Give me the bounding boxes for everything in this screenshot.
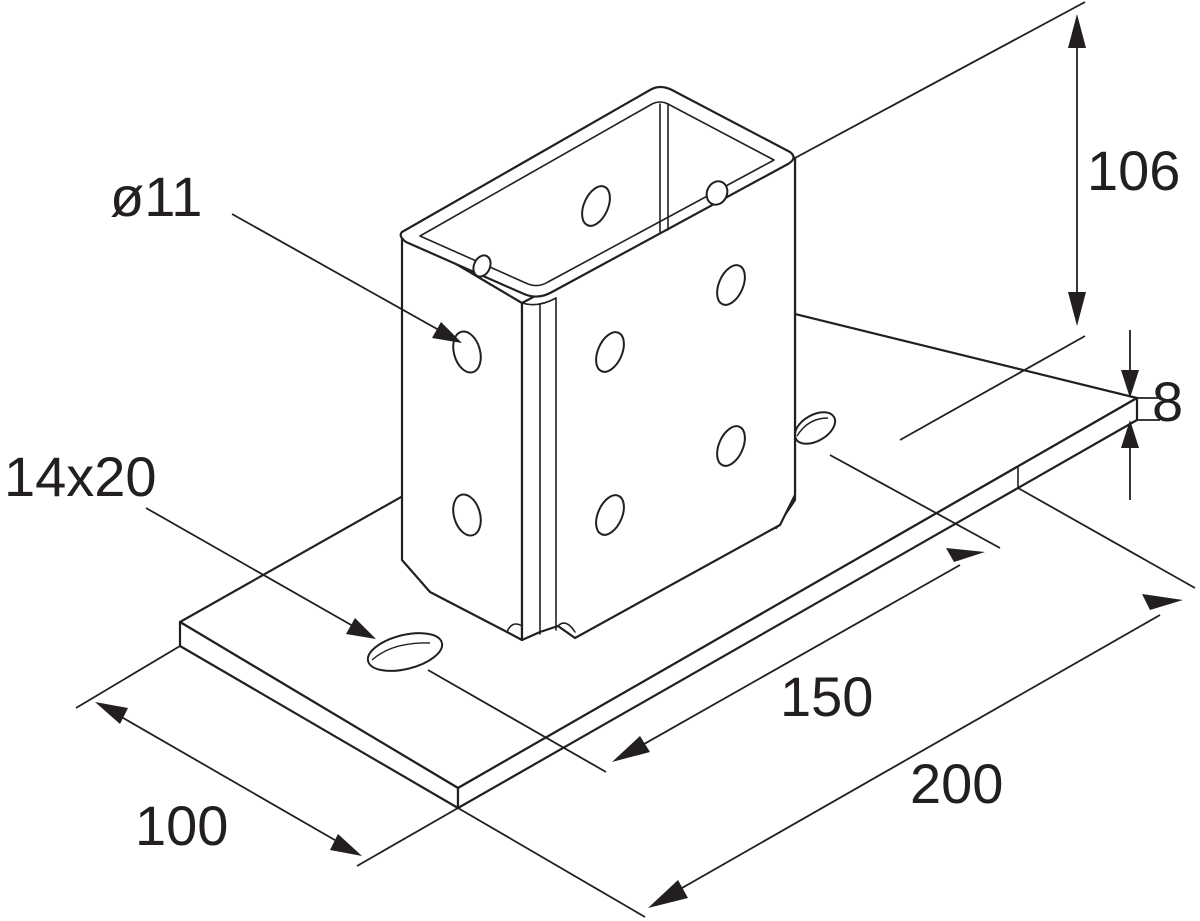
- dim-height: [794, 1, 1086, 441]
- label-height: 106: [1087, 139, 1180, 202]
- label-hole-diameter: ø11: [110, 165, 202, 228]
- label-plate-thickness: 8: [1152, 370, 1183, 433]
- label-slot-spacing: 150: [780, 665, 873, 728]
- dim-plate-thickness: [1121, 330, 1160, 500]
- label-plate-length: 200: [910, 752, 1003, 815]
- dim-plate-length: [457, 487, 1196, 918]
- dim-plate-width: [75, 645, 459, 867]
- slot-front: [366, 632, 444, 672]
- dim-hole-diameter: [231, 213, 462, 343]
- socket-left-face: [400, 230, 524, 642]
- label-plate-width: 100: [135, 794, 228, 857]
- label-slot-size: 14x20: [4, 445, 157, 508]
- socket-top-inner-rim: [419, 101, 775, 287]
- dim-slot-size: [145, 507, 376, 639]
- socket-holes: [452, 180, 746, 537]
- dim-slot-spacing: [427, 454, 1001, 773]
